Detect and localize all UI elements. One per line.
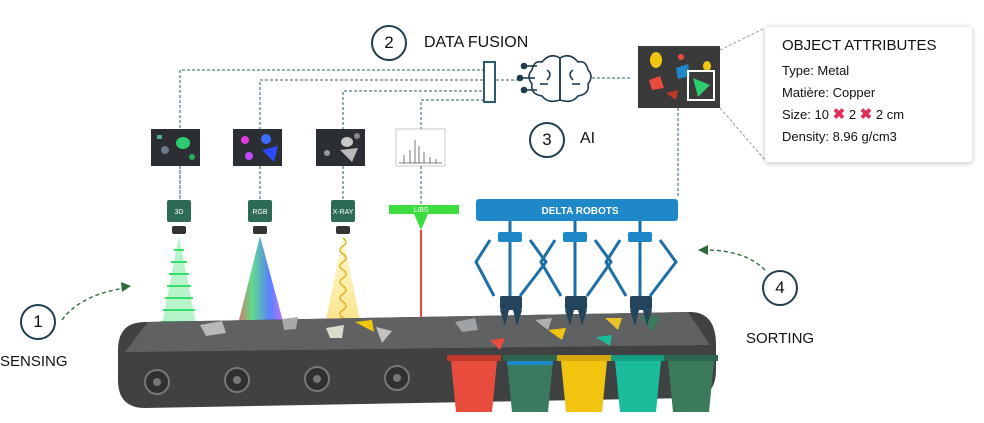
bin-red xyxy=(447,355,501,412)
svg-text:RGB: RGB xyxy=(252,209,268,216)
size-prefix: Size: 10 xyxy=(782,107,829,122)
sorting-bins xyxy=(447,355,718,412)
sensor-libs: LIBS xyxy=(389,205,459,230)
step-3-circle: 3 xyxy=(529,122,565,158)
svg-text:LIBS: LIBS xyxy=(413,207,429,214)
svg-text:3D: 3D xyxy=(175,209,184,216)
attribute-size: Size: 10 ✖ 2 ✖ 2 cm xyxy=(782,104,972,126)
step-2-circle: 2 xyxy=(371,25,407,61)
thumb-libs-spectrum xyxy=(395,128,446,167)
arrow-sensing xyxy=(61,282,131,321)
arrow-sorting xyxy=(698,245,766,271)
sensor-xray: X-RAY xyxy=(331,200,355,234)
step-4-circle: 4 xyxy=(762,270,798,306)
attribute-type: Type: Metal xyxy=(782,63,850,78)
svg-text:X-RAY: X-RAY xyxy=(333,209,354,216)
step-3-label: AI xyxy=(580,130,596,147)
ai-brain-icon xyxy=(516,54,592,103)
attribute-density: Density: 8.96 g/cm3 xyxy=(782,129,897,144)
sensor-3d: 3D xyxy=(167,200,191,234)
bin-green xyxy=(664,355,718,412)
bin-teal xyxy=(611,355,665,412)
delta-robots: DELTA ROBOTS xyxy=(474,199,678,326)
thumb-3d xyxy=(151,129,200,166)
multiply-icon: ✖ xyxy=(832,106,846,123)
step-1-circle: 1 xyxy=(20,304,56,340)
bin-dark-green xyxy=(503,355,557,412)
beam-xray xyxy=(322,236,364,340)
size-suffix: 2 cm xyxy=(875,107,905,122)
ai-detection-snapshot xyxy=(638,46,720,108)
size-mid: 2 xyxy=(848,107,857,122)
bin-yellow xyxy=(557,355,611,412)
thumb-rgb xyxy=(233,129,282,166)
object-attributes-card: OBJECT ATTRIBUTES Type: Metal Matière: C… xyxy=(765,27,972,162)
multiply-icon: ✖ xyxy=(859,106,873,123)
beam-rgb xyxy=(234,236,288,340)
step-4-label: SORTING xyxy=(746,330,815,347)
step-2-label: DATA FUSION xyxy=(424,34,529,51)
belt-debris xyxy=(200,316,660,350)
fusion-box xyxy=(483,61,496,103)
attributes-title: OBJECT ATTRIBUTES xyxy=(782,37,937,54)
attribute-material: Matière: Copper xyxy=(782,85,876,100)
thumb-xray xyxy=(316,129,365,166)
step-1-label: SENSING xyxy=(0,353,68,370)
sensor-rgb: RGB xyxy=(248,200,272,234)
svg-text:DELTA ROBOTS: DELTA ROBOTS xyxy=(541,206,618,217)
